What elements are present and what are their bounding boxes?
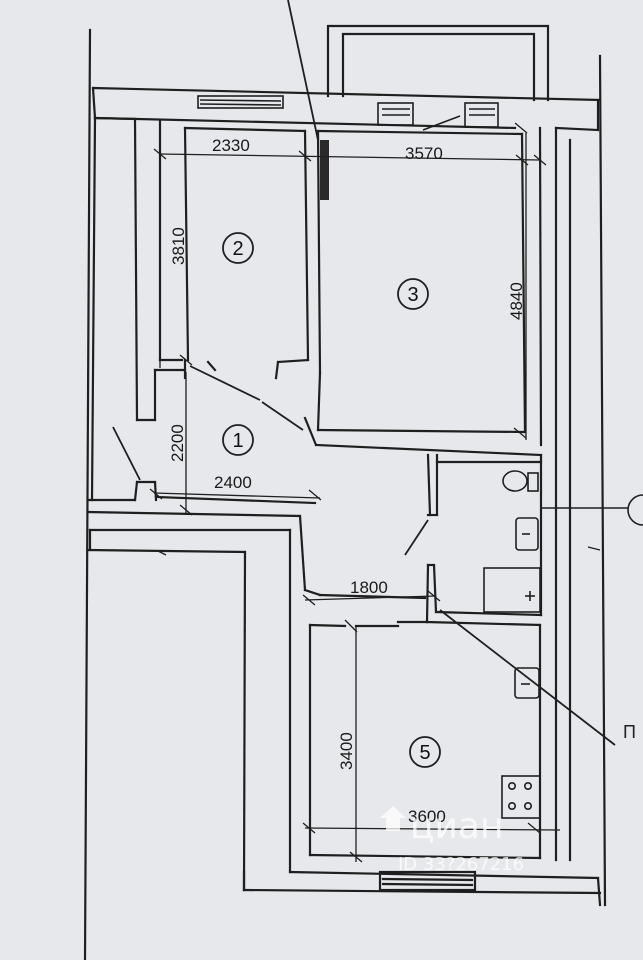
hall-width-label: 2400 (214, 473, 252, 492)
room-5-number: 5 (419, 742, 430, 764)
room-2-circle (222, 232, 254, 264)
room-1-number: 1 (232, 430, 243, 452)
watermark-logo-icon (380, 806, 406, 831)
edge-label-right: П (623, 722, 636, 742)
radiator (320, 140, 329, 200)
window-symbols (197, 95, 499, 131)
room-3-number: 3 (407, 284, 418, 306)
room3-width-label: 3570 (405, 144, 443, 163)
watermark-id: ID 33?267216 (398, 854, 524, 875)
door-swings (112, 0, 616, 746)
room5-width-label: 3600 (408, 807, 446, 826)
room-numbers: 2 3 1 5 (232, 238, 430, 764)
room2-height-label: 3810 (169, 227, 188, 265)
room-3-circle (397, 278, 429, 310)
hall-height-label: 2200 (168, 424, 187, 462)
room-2-number: 2 (232, 238, 243, 260)
room5-height-label: 3400 (337, 732, 356, 770)
bathroom-fixtures (483, 470, 643, 819)
watermark-brand: циан (410, 806, 504, 847)
wall-lines (83, 24, 607, 960)
dimension-lines (149, 120, 601, 863)
room2-width-label: 2330 (212, 136, 250, 155)
room-5-circle (409, 736, 441, 768)
room-1-circle (222, 424, 254, 456)
room3-height-label: 4840 (507, 282, 526, 320)
bath-width-label: 1800 (350, 578, 388, 597)
dimension-labels: 2330 3570 3810 4840 2200 2400 1800 3400 … (168, 136, 526, 826)
cian-watermark: циан ID 33?267216 (380, 806, 524, 875)
room-markers (222, 232, 441, 768)
